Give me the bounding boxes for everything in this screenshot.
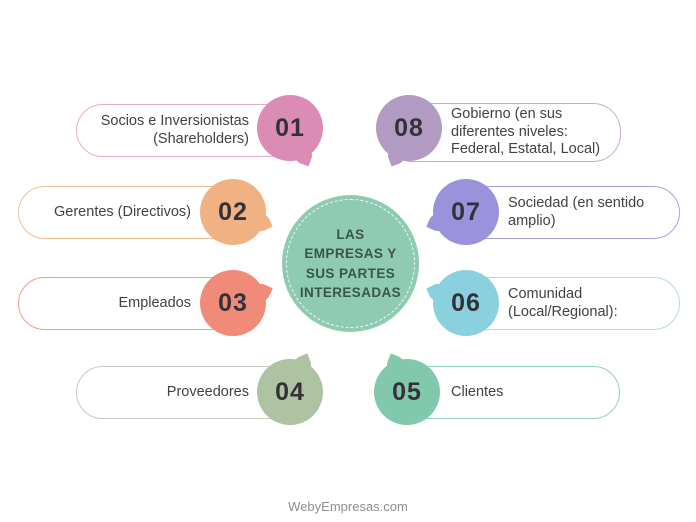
stakeholder-label: Proveedores (166, 383, 249, 400)
stakeholder-number: 07 (451, 197, 481, 226)
stakeholder-number: 02 (218, 197, 248, 226)
stakeholder-label: Clientes (451, 383, 504, 400)
number-circle: 05 (374, 359, 440, 425)
stakeholder-number-bubble: 01 (257, 95, 323, 167)
stakeholder-number-bubble: 03 (200, 270, 273, 336)
stakeholder-number-bubble: 06 (426, 270, 499, 336)
number-circle: 08 (376, 95, 442, 161)
stakeholder-label: Empleados (118, 294, 191, 311)
stakeholder-label: Gobierno (en sus diferentes niveles: Fed… (451, 105, 601, 158)
stakeholder-number: 05 (392, 377, 422, 406)
number-circle: 07 (433, 179, 499, 245)
center-circle: LAS EMPRESAS Y SUS PARTES INTERESADAS (282, 195, 419, 332)
diagram-title: LAS EMPRESAS Y SUS PARTES INTERESADAS (299, 227, 402, 300)
stakeholder-number: 04 (275, 377, 305, 406)
stakeholder-label: Comunidad (Local/Regional): (508, 285, 618, 320)
number-circle: 01 (257, 95, 323, 161)
stakeholder-number-bubble: 05 (374, 353, 440, 425)
stakeholder-number: 06 (451, 288, 481, 317)
number-circle: 02 (200, 179, 266, 245)
number-circle: 03 (200, 270, 266, 336)
stakeholder-label: Sociedad (en sentido amplio) (508, 194, 645, 229)
stakeholder-number: 01 (275, 113, 305, 142)
stakeholder-number-bubble: 07 (426, 179, 499, 245)
stakeholder-number-bubble: 04 (257, 353, 323, 425)
stakeholder-number: 03 (218, 288, 248, 317)
footer-credit: WebyEmpresas.com (288, 499, 408, 514)
stakeholder-number-bubble: 08 (376, 95, 442, 167)
stakeholder-label: Gerentes (Directivos) (54, 203, 191, 220)
number-circle: 06 (433, 270, 499, 336)
number-circle: 04 (257, 359, 323, 425)
stakeholder-label: Socios e Inversionistas (Shareholders) (100, 112, 249, 147)
stakeholder-number: 08 (394, 113, 424, 142)
stakeholder-number-bubble: 02 (200, 179, 273, 245)
